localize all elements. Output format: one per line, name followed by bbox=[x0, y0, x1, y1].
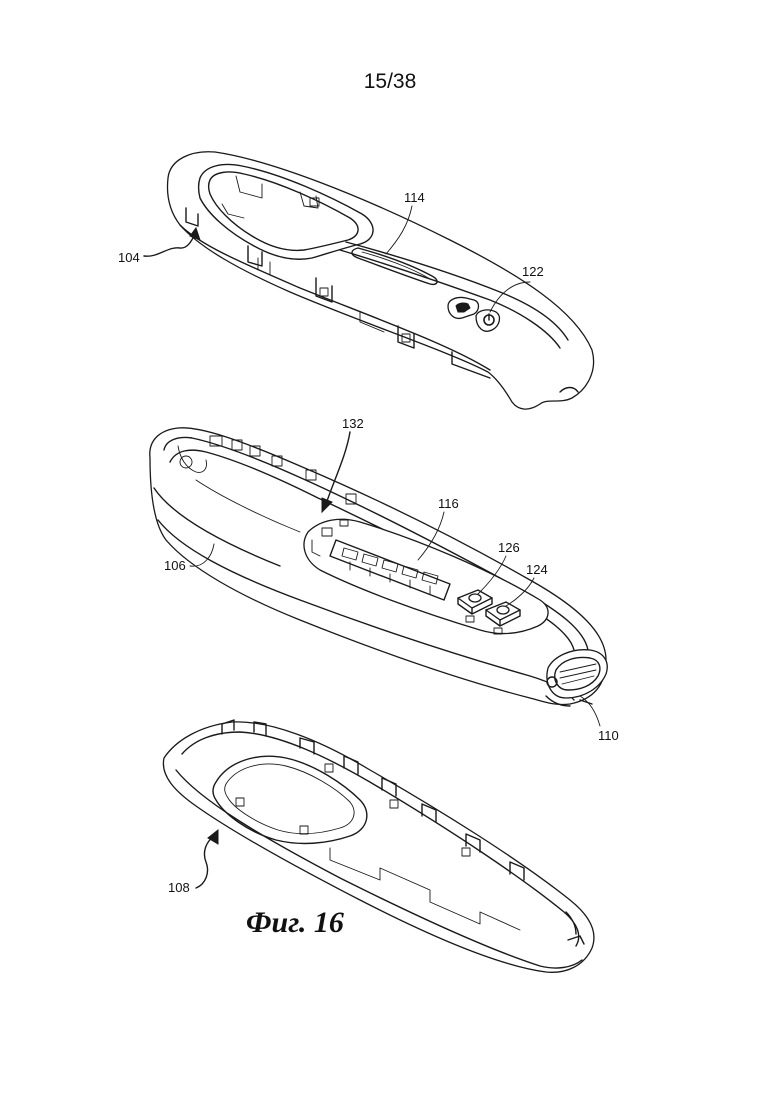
ref-110: 110 bbox=[598, 728, 619, 743]
ref-122: 122 bbox=[522, 264, 544, 279]
figure-caption: Фиг. 16 bbox=[246, 906, 344, 940]
bottom-cover-108 bbox=[163, 720, 594, 972]
ref-104: 104 bbox=[118, 250, 140, 265]
ref-108: 108 bbox=[168, 880, 190, 895]
ref-116: 116 bbox=[438, 496, 459, 511]
ref-126: 126 bbox=[498, 540, 520, 555]
ref-132: 132 bbox=[342, 416, 364, 431]
ref-106: 106 bbox=[164, 558, 186, 573]
ref-124: 124 bbox=[526, 562, 548, 577]
ref-114: 114 bbox=[404, 190, 425, 205]
top-cover-104 bbox=[168, 152, 594, 409]
